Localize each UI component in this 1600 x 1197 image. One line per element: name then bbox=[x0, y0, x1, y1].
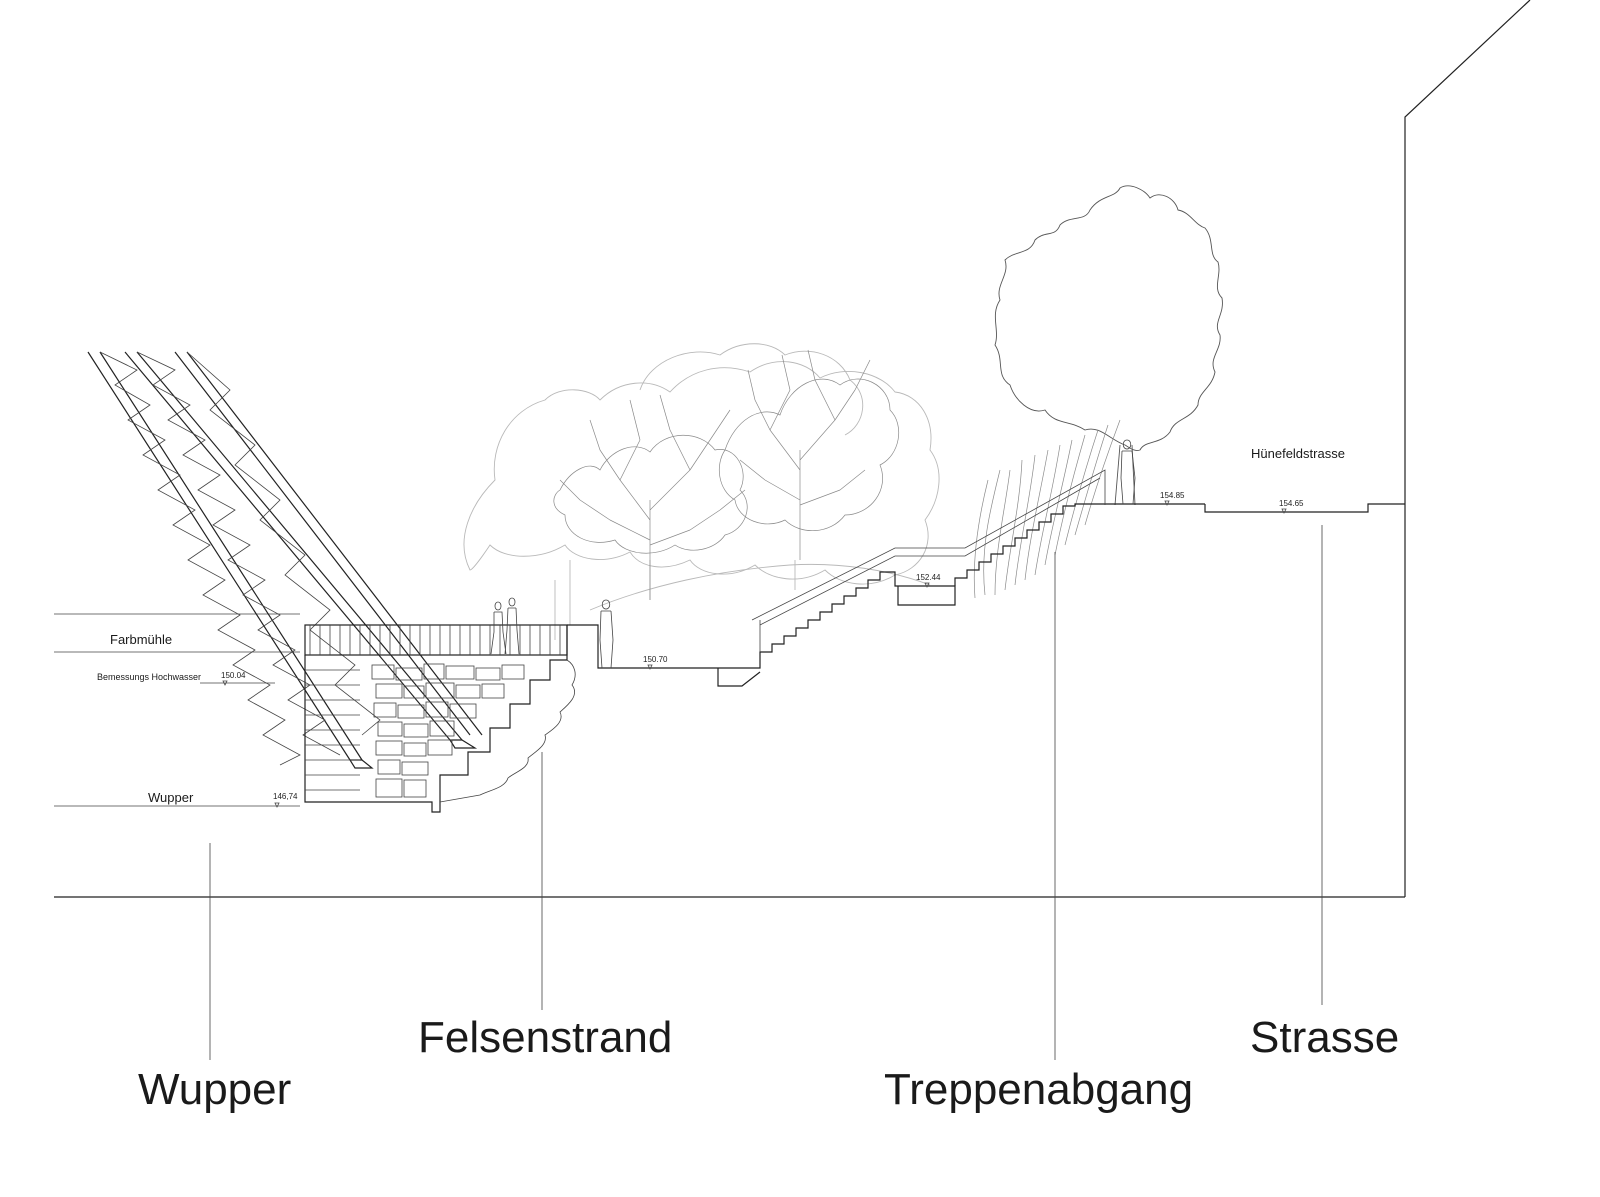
truss-structure bbox=[87, 351, 483, 769]
staircase-lower bbox=[759, 571, 898, 660]
tree-group-background bbox=[463, 343, 940, 640]
elevation-wupper: 146,74 bbox=[273, 792, 298, 801]
zone-label-felsenstrand: Felsenstrand bbox=[418, 1013, 672, 1062]
zone-label-wupper: Wupper bbox=[138, 1065, 291, 1114]
tree-canopy-left bbox=[463, 361, 940, 585]
elevation-markers bbox=[222, 500, 1287, 808]
elevation-top-landing: 154.85 bbox=[1160, 491, 1185, 500]
hill-mound bbox=[589, 563, 931, 611]
masonry-wall bbox=[304, 624, 568, 813]
label-hochwasser: Bemessungs Hochwasser bbox=[97, 672, 201, 682]
rock-profile bbox=[439, 659, 576, 803]
tree-canopy-mid bbox=[639, 343, 864, 436]
beach-footing bbox=[717, 668, 761, 687]
handrail-lower bbox=[759, 477, 1101, 626]
zone-label-strasse: Strasse bbox=[1250, 1013, 1399, 1062]
building-outline bbox=[1404, 0, 1531, 897]
person-figures bbox=[490, 439, 1136, 669]
label-huenefeldstrasse: Hünefeldstrasse bbox=[1251, 446, 1345, 461]
label-farbmuehle: Farbmühle bbox=[110, 632, 172, 647]
zone-label-treppenabgang: Treppenabgang bbox=[884, 1065, 1193, 1114]
beach-ground bbox=[567, 624, 761, 669]
tree-detailed-left bbox=[553, 394, 748, 600]
elevation-stair-landing: 152.44 bbox=[916, 573, 941, 582]
staircase-upper bbox=[954, 503, 1205, 586]
tree-detailed-right bbox=[718, 349, 899, 560]
stair-landing bbox=[897, 585, 956, 606]
elevation-street: 154.65 bbox=[1279, 499, 1304, 508]
elevation-beach: 150.70 bbox=[643, 655, 668, 664]
tree-canopy-right bbox=[994, 185, 1223, 451]
street-ground bbox=[1204, 503, 1405, 513]
elevation-hochwasser: 150.04 bbox=[221, 671, 246, 680]
label-wupper-small: Wupper bbox=[148, 790, 194, 805]
handrail bbox=[751, 469, 1106, 621]
